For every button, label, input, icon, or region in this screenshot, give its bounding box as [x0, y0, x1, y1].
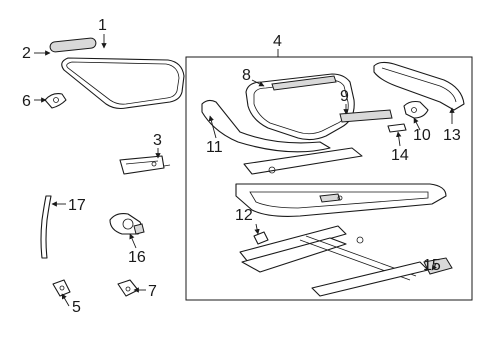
part-8-sunshade: [245, 73, 355, 141]
callout-14: 14: [391, 147, 409, 164]
part-14-clip: [387, 123, 407, 133]
part-17-strip: [40, 195, 52, 259]
part-1-glass-panel: [61, 57, 185, 110]
callout-2: 2: [22, 45, 31, 62]
callout-labels: 1 2 3 4 5 6 7 8 9 10 11 12 13 14 15 16 1…: [22, 17, 461, 316]
part-9-rail: [339, 109, 393, 123]
part-2-weatherstrip: [49, 37, 97, 53]
callout-4: 4: [273, 33, 282, 50]
part-12-clip: [253, 231, 269, 245]
part-7-clip: [117, 279, 139, 297]
callout-5: 5: [72, 299, 81, 316]
callout-3: 3: [153, 132, 162, 149]
part-10-clip: [403, 100, 429, 119]
part-13-rear-bracket: [373, 61, 465, 111]
sunroof-frame: [235, 147, 447, 217]
part-5-clip: [52, 279, 71, 297]
part-3-bracket: [119, 155, 171, 175]
callout-7: 7: [148, 283, 157, 300]
part-16-motor: [109, 213, 145, 235]
callout-11: 11: [206, 139, 223, 156]
callout-13: 13: [443, 127, 461, 144]
part-15-bracket: [423, 257, 453, 275]
leaders: [34, 34, 455, 307]
callout-16: 16: [128, 249, 146, 266]
callout-1: 1: [98, 17, 107, 34]
callout-8: 8: [242, 67, 251, 84]
callout-15: 15: [423, 257, 441, 274]
callout-9: 9: [340, 88, 349, 105]
callout-12: 12: [235, 207, 253, 224]
part-6-bracket: [44, 93, 67, 109]
sunroof-assembly-box: [185, 56, 473, 301]
callout-10: 10: [413, 127, 431, 144]
callout-17: 17: [68, 197, 86, 214]
callout-6: 6: [22, 93, 31, 110]
guide-rails: [239, 225, 429, 297]
part-11-front-bar: [201, 99, 331, 153]
